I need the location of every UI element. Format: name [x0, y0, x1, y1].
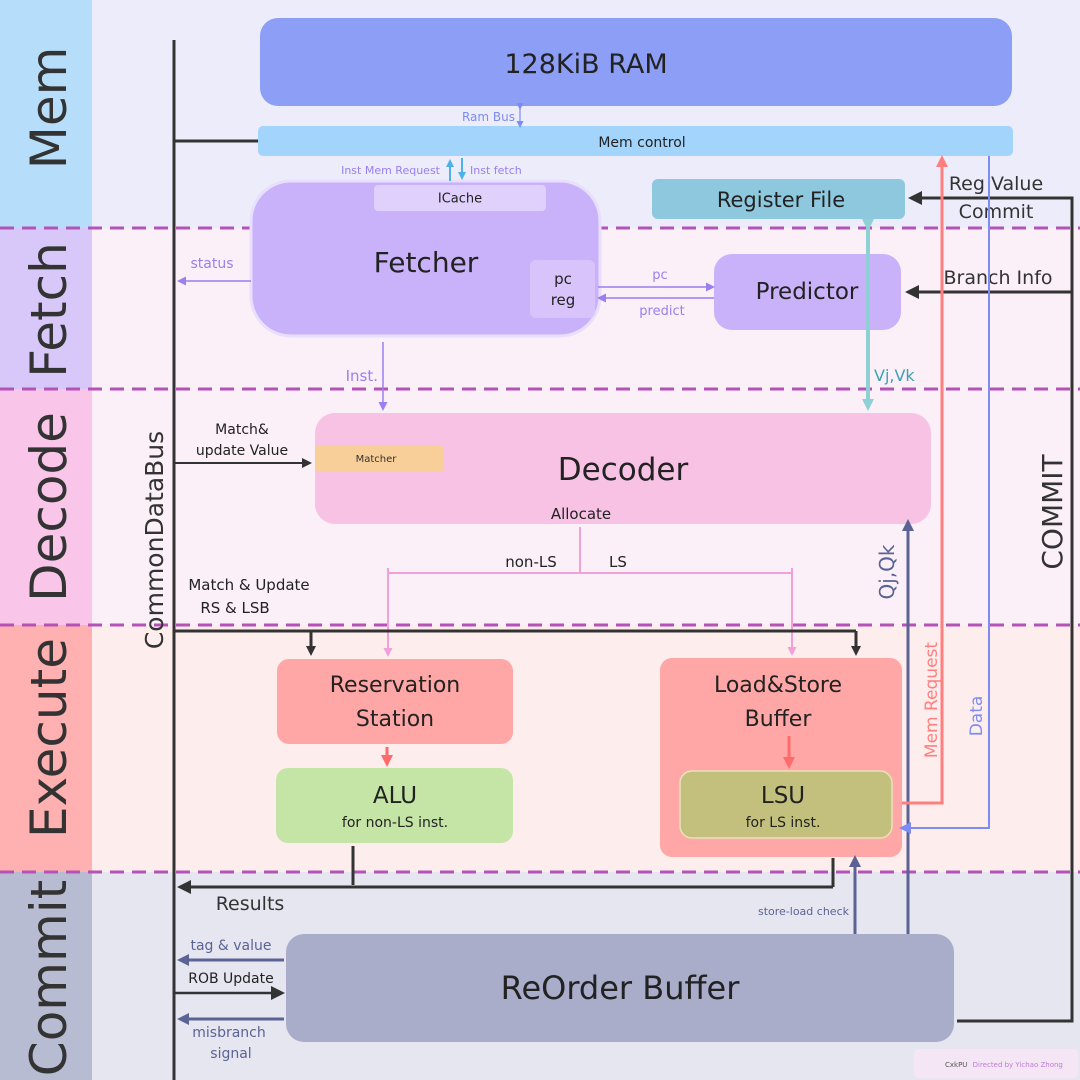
footer-project: CxkPU — [945, 1061, 967, 1069]
register-file-block — [652, 179, 905, 219]
register-file-label: Register File — [717, 188, 845, 212]
commit-bus-label: COMMIT — [1036, 453, 1069, 569]
pc-label: pc — [652, 268, 667, 283]
reservation-station-label-2: Station — [356, 707, 434, 732]
ram-bus-label: Ram Bus — [462, 110, 515, 124]
commit-stage-tab — [0, 872, 92, 1080]
non-ls-label: non-LS — [505, 553, 556, 571]
matcher-label: Matcher — [356, 454, 398, 465]
decoder-label: Decoder — [558, 452, 689, 488]
results-label: Results — [216, 893, 285, 915]
cdb-to-rs-lsb — [174, 629, 861, 656]
match-rs-label-1: Match & Update — [188, 576, 309, 594]
status-label: status — [190, 256, 233, 272]
lsu-sublabel: for LS inst. — [746, 815, 821, 831]
inst-label: Inst. — [346, 367, 378, 385]
footer-text: CxkPU Directed by Yichao Zhong — [945, 1061, 1063, 1069]
mem-stage-label: Mem — [20, 47, 78, 170]
mem-control-block — [258, 126, 1013, 156]
match-rs-label-2: RS & LSB — [200, 599, 269, 617]
ls-label: LS — [609, 553, 627, 571]
fetch-stage-tab — [0, 228, 92, 389]
reorder-buffer-block — [286, 934, 954, 1042]
ram-block — [260, 18, 1012, 106]
tag-value-label: tag & value — [190, 938, 271, 954]
mem-control-label: Mem control — [598, 135, 685, 151]
commit-bus — [908, 191, 1074, 1023]
decode-stage-label: Decode — [20, 412, 78, 602]
results-bus — [177, 846, 835, 894]
decode-stage-tab — [0, 389, 92, 625]
mem-stage-tab — [0, 0, 92, 228]
pc-reg-label-1: pc — [554, 270, 572, 288]
store-load-check-label: store-load check — [758, 905, 850, 918]
icache-block — [374, 185, 546, 211]
alu-sublabel: for non-LS inst. — [342, 815, 448, 831]
footer-credit: Directed by Yichao Zhong — [973, 1061, 1063, 1069]
match-update-label-1: Match& — [215, 422, 269, 438]
misbranch-label-2: signal — [210, 1046, 251, 1062]
alu-label: ALU — [373, 783, 417, 809]
fetch-stage-label: Fetch — [20, 242, 78, 378]
icache-label: ICache — [438, 192, 482, 207]
fetcher-block — [249, 179, 602, 338]
fetcher-label: Fetcher — [374, 246, 479, 279]
data-label: Data — [967, 696, 987, 737]
qj-qk-label: Qj,Qk — [875, 544, 899, 599]
match-update-label-2: update Value — [196, 443, 288, 459]
predict-label: predict — [639, 304, 684, 319]
misbranch-label-1: misbranch — [192, 1025, 266, 1041]
load-store-buffer-label-1: Load&Store — [714, 673, 842, 698]
lsu-label: LSU — [761, 783, 805, 809]
reg-commit-label: Commit — [959, 201, 1034, 223]
rob-update-label: ROB Update — [188, 971, 274, 987]
ram-label: 128KiB RAM — [504, 49, 667, 80]
matcher-block — [315, 446, 444, 471]
cdb-label: CommonDataBus — [140, 431, 169, 649]
execute-band — [0, 625, 1080, 872]
pc-reg-block — [530, 260, 595, 318]
execute-stage-label: Execute — [20, 638, 78, 838]
execute-stage-tab — [0, 625, 92, 872]
reg-value-label: Reg Value — [949, 173, 1043, 195]
predictor-label: Predictor — [756, 279, 859, 305]
reservation-station-block — [277, 659, 513, 744]
inst-mem-request-label: Inst Mem Request — [341, 164, 441, 177]
mem-request-arrow — [902, 155, 948, 805]
allocate-label: Allocate — [551, 505, 611, 523]
footer-badge — [914, 1049, 1078, 1078]
reorder-buffer-label: ReOrder Buffer — [501, 969, 741, 1007]
mem-request-label: Mem Request — [922, 642, 942, 758]
pc-reg-label-2: reg — [551, 291, 576, 309]
allocate-fanout — [383, 527, 797, 657]
branch-info-label: Branch Info — [943, 267, 1052, 289]
decoder-block — [315, 413, 931, 524]
load-store-buffer-label-2: Buffer — [745, 707, 813, 732]
data-arrow — [899, 156, 990, 834]
predictor-block — [714, 254, 901, 330]
alu-block — [276, 768, 513, 843]
inst-fetch-label: Inst fetch — [470, 164, 522, 177]
reservation-station-label-1: Reservation — [330, 673, 461, 698]
commit-stage-label: Commit — [20, 880, 78, 1076]
vj-vk-label: Vj,Vk — [874, 366, 915, 385]
lsu-block — [679, 770, 893, 839]
